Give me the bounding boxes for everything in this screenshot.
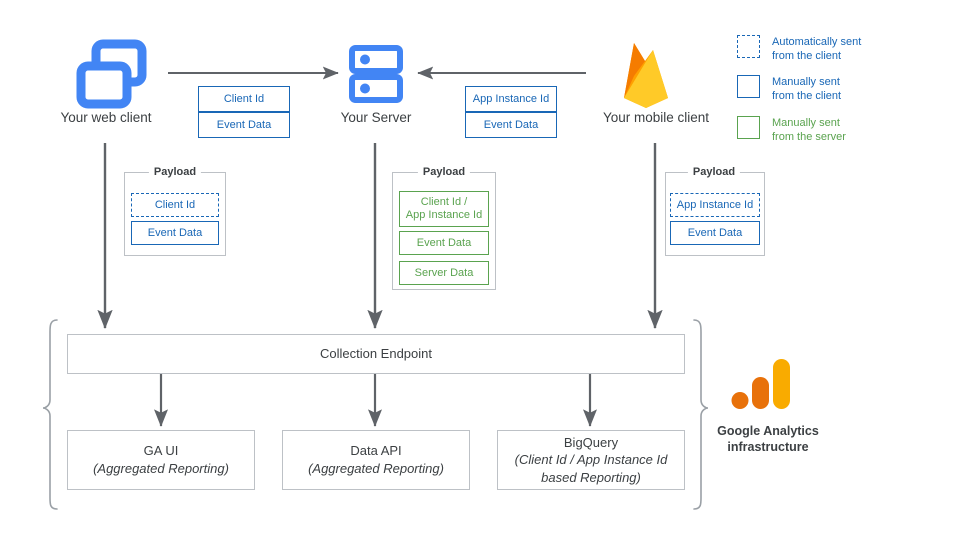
payload-web-item-event-data: Event Data <box>131 221 219 245</box>
output-box-bigquery: BigQuery (Client Id / App Instance Id ba… <box>497 430 685 490</box>
ga-infrastructure-line1: Google Analytics <box>717 424 819 438</box>
output-subtitle-ga-ui: (Aggregated Reporting) <box>93 461 229 476</box>
infrastructure-bracket-left <box>42 319 58 510</box>
payload-title-mobile: Payload <box>687 166 741 178</box>
payload-title-server: Payload <box>417 166 471 178</box>
legend-text-automatic-client: Automatically sent from the client <box>772 35 861 64</box>
payload-server-item-event-data: Event Data <box>399 231 489 255</box>
legend-text-automatic-client-line1: Automatically sent <box>772 36 862 48</box>
server-stack-icon <box>349 45 403 103</box>
browser-windows-icon <box>76 39 147 109</box>
payload-mobile-item-event-data: Event Data <box>670 221 760 245</box>
legend-text-manual-server-line1: Manually sent <box>772 117 840 129</box>
legend-text-manual-client-line2: from the client <box>772 90 842 103</box>
ga-infrastructure-line2: infrastructure <box>727 439 809 454</box>
output-title-bigquery: BigQuery <box>563 434 619 450</box>
payload-title-web: Payload <box>148 166 202 178</box>
output-subtitle-bigquery: (Client Id / App Instance Id based Repor… <box>514 452 668 485</box>
legend-text-manual-server: Manually sent from the server <box>772 116 846 145</box>
output-box-data-api: Data API (Aggregated Reporting) <box>282 430 470 490</box>
transit-chip-event-data-mobile: Event Data <box>465 112 557 138</box>
collection-endpoint-box: Collection Endpoint <box>67 334 685 374</box>
output-subtitle-data-api: (Aggregated Reporting) <box>308 461 444 476</box>
payload-mobile-item-app-instance-id: App Instance Id <box>670 193 760 217</box>
ga-infrastructure-label: Google Analytics infrastructure <box>690 424 846 455</box>
legend-text-manual-client: Manually sent from the client <box>772 75 841 104</box>
firebase-flame-icon <box>624 43 668 108</box>
output-title-data-api: Data API <box>350 443 402 459</box>
payload-server-item-server-data: Server Data <box>399 261 489 285</box>
collection-endpoint-label: Collection Endpoint <box>319 346 433 362</box>
legend-swatch-automatic-client <box>737 35 760 58</box>
output-title-ga-ui: GA UI <box>143 443 179 459</box>
legend-text-manual-client-line1: Manually sent <box>772 76 840 88</box>
legend-text-manual-server-line2: from the server <box>772 131 846 144</box>
legend-swatch-manual-server <box>737 116 760 139</box>
output-box-ga-ui: GA UI (Aggregated Reporting) <box>67 430 255 490</box>
infrastructure-bracket-right <box>693 319 709 510</box>
transit-chip-event-data: Event Data <box>198 112 290 138</box>
google-analytics-bars-icon <box>731 359 790 409</box>
transit-chip-client-id: Client Id <box>198 86 290 112</box>
payload-web-item-client-id: Client Id <box>131 193 219 217</box>
legend-text-automatic-client-line2: from the client <box>772 50 842 63</box>
legend-swatch-manual-client <box>737 75 760 98</box>
transit-chip-app-instance-id: App Instance Id <box>465 86 557 112</box>
payload-server-item-ids: Client Id / App Instance Id <box>399 191 489 227</box>
node-label-web-client: Your web client <box>60 110 152 125</box>
node-label-server: Your Server <box>340 110 412 125</box>
node-label-mobile-client: Your mobile client <box>602 110 710 125</box>
